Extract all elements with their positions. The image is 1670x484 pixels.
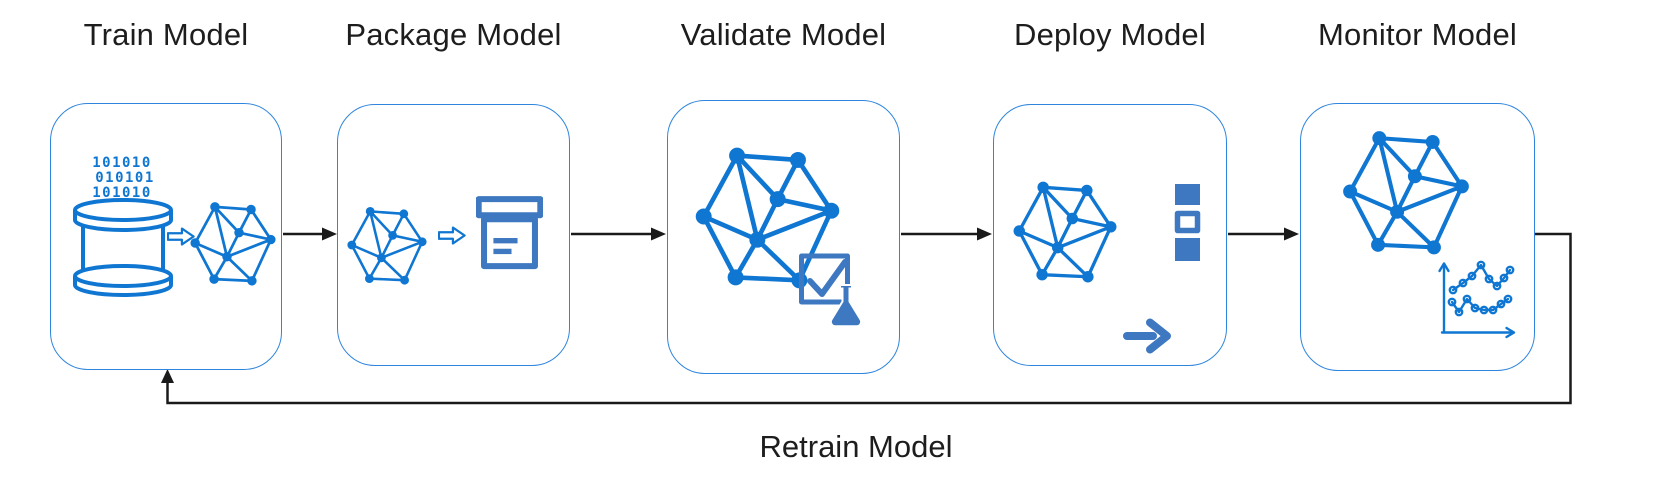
transform-arrow-icon	[438, 226, 466, 245]
stage-box-monitor	[1300, 103, 1535, 371]
connector-package-validate	[571, 227, 666, 241]
stage-box-validate	[667, 100, 900, 374]
stage-box-deploy	[993, 104, 1227, 366]
model-network-icon	[189, 200, 277, 286]
package-box-icon	[479, 199, 541, 266]
model-network-icon	[696, 148, 840, 289]
deployment-stack-icon	[1174, 184, 1201, 261]
stage-box-package	[337, 104, 570, 366]
retrain-label: Retrain Model	[759, 429, 953, 464]
stage-title-package: Package Model	[345, 17, 562, 52]
stage-title-validate: Validate Model	[680, 17, 887, 52]
stage-title-train: Train Model	[83, 17, 249, 52]
flask-icon	[829, 284, 863, 328]
binary-row: 101010	[92, 155, 152, 171]
binary-row: 101010	[92, 185, 152, 201]
stage-title-monitor: Monitor Model	[1317, 17, 1517, 52]
checkmark-box-icon	[799, 253, 850, 305]
model-network-icon	[346, 205, 428, 285]
transform-arrow-icon	[167, 227, 195, 246]
connector-train-package	[283, 227, 337, 241]
stage-box-train	[50, 103, 282, 370]
stage-title-deploy: Deploy Model	[1014, 17, 1206, 52]
connector-validate-deploy	[901, 227, 992, 241]
binary-row: 010101	[95, 170, 155, 186]
database-icon	[73, 198, 173, 297]
connector-deploy-monitor	[1228, 227, 1299, 241]
line-chart-icon	[1438, 260, 1516, 339]
model-network-icon	[1011, 179, 1119, 283]
model-network-icon	[1343, 131, 1469, 254]
arrow-right-icon	[1123, 318, 1171, 354]
